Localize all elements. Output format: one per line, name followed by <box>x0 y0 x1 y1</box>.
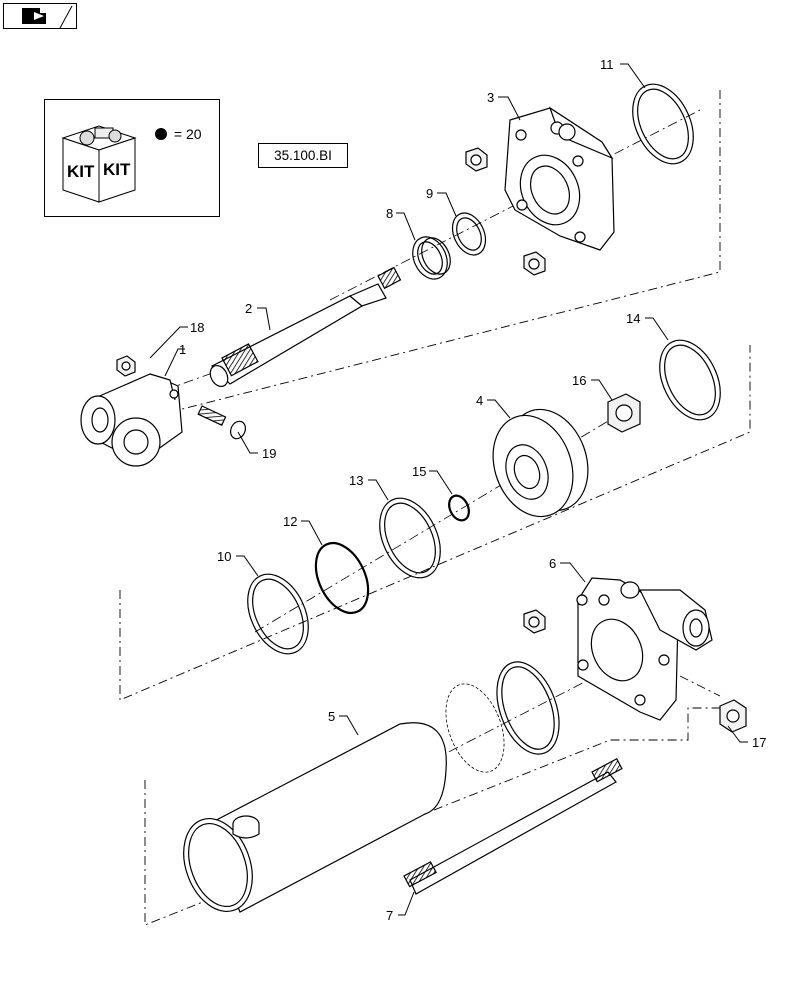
leader-lines <box>149 63 748 916</box>
part-1-clevis[interactable] <box>80 373 183 467</box>
callout-18: 18 <box>190 320 204 335</box>
part-10-ring[interactable] <box>236 565 320 664</box>
part-13-seal[interactable] <box>368 489 452 588</box>
callout-3: 3 <box>487 90 494 105</box>
part-3-rod-end-head[interactable] <box>504 106 615 251</box>
part-2-piston-rod[interactable] <box>207 266 402 390</box>
navigate-back-button[interactable] <box>3 3 77 29</box>
part-15-oring[interactable] <box>445 492 472 523</box>
callout-9: 9 <box>426 186 433 201</box>
reference-code-link[interactable]: 35.100.BI <box>258 143 348 168</box>
callout-16: 16 <box>572 373 586 388</box>
nut-top-right[interactable] <box>523 251 546 276</box>
part-16-nut[interactable] <box>607 393 641 433</box>
part-4-piston[interactable] <box>480 398 602 528</box>
callout-10: 10 <box>217 549 231 564</box>
assembly-boundary-bottom <box>144 675 721 926</box>
callout-2: 2 <box>245 301 252 316</box>
callout-labels: 3 11 9 8 2 18 1 19 14 16 4 15 13 12 10 6… <box>179 57 766 923</box>
assembly-boundary-middle <box>119 345 751 701</box>
callout-7: 7 <box>386 908 393 923</box>
part-12-oring[interactable] <box>306 535 379 622</box>
kit-label-left: KIT <box>67 162 95 181</box>
nut-mid-left[interactable] <box>523 609 546 634</box>
callout-15: 15 <box>412 464 426 479</box>
callout-6: 6 <box>549 556 556 571</box>
arrow-icon <box>22 5 73 29</box>
callout-17: 17 <box>752 735 766 750</box>
part-8-ring[interactable] <box>406 231 456 284</box>
assembly-boundary-top <box>99 90 721 431</box>
callout-13: 13 <box>349 473 363 488</box>
bullet-icon <box>155 128 167 140</box>
callout-5: 5 <box>328 709 335 724</box>
kit-legend: KIT KIT = 20 <box>44 99 220 217</box>
part-5-barrel[interactable] <box>172 722 447 921</box>
gasket-ring[interactable] <box>485 653 570 762</box>
callout-11: 11 <box>600 57 614 72</box>
kit-quantity-value: 20 <box>185 126 202 142</box>
part-14-oring[interactable] <box>648 331 732 430</box>
part-18-nut[interactable] <box>116 355 136 377</box>
part-19-bolt[interactable] <box>197 405 248 441</box>
nut-top-left[interactable] <box>465 147 488 172</box>
callout-4: 4 <box>476 393 483 408</box>
callout-14: 14 <box>626 311 640 326</box>
kit-box-icon <box>61 125 137 203</box>
callout-1: 1 <box>179 342 186 357</box>
part-9-ring[interactable] <box>446 208 492 261</box>
part-6-cap-end-head[interactable] <box>576 577 713 721</box>
kit-label-right: KIT <box>103 160 131 179</box>
part-7-tie-rod[interactable] <box>403 758 623 895</box>
callout-19: 19 <box>262 446 276 461</box>
kit-equals: = <box>173 126 183 142</box>
part-17-nut[interactable] <box>719 699 747 733</box>
callout-8: 8 <box>386 206 393 221</box>
gasket-disc[interactable] <box>435 676 515 780</box>
kit-quantity: = 20 <box>155 126 202 142</box>
part-11-oring[interactable] <box>621 75 705 174</box>
callout-12: 12 <box>283 514 297 529</box>
